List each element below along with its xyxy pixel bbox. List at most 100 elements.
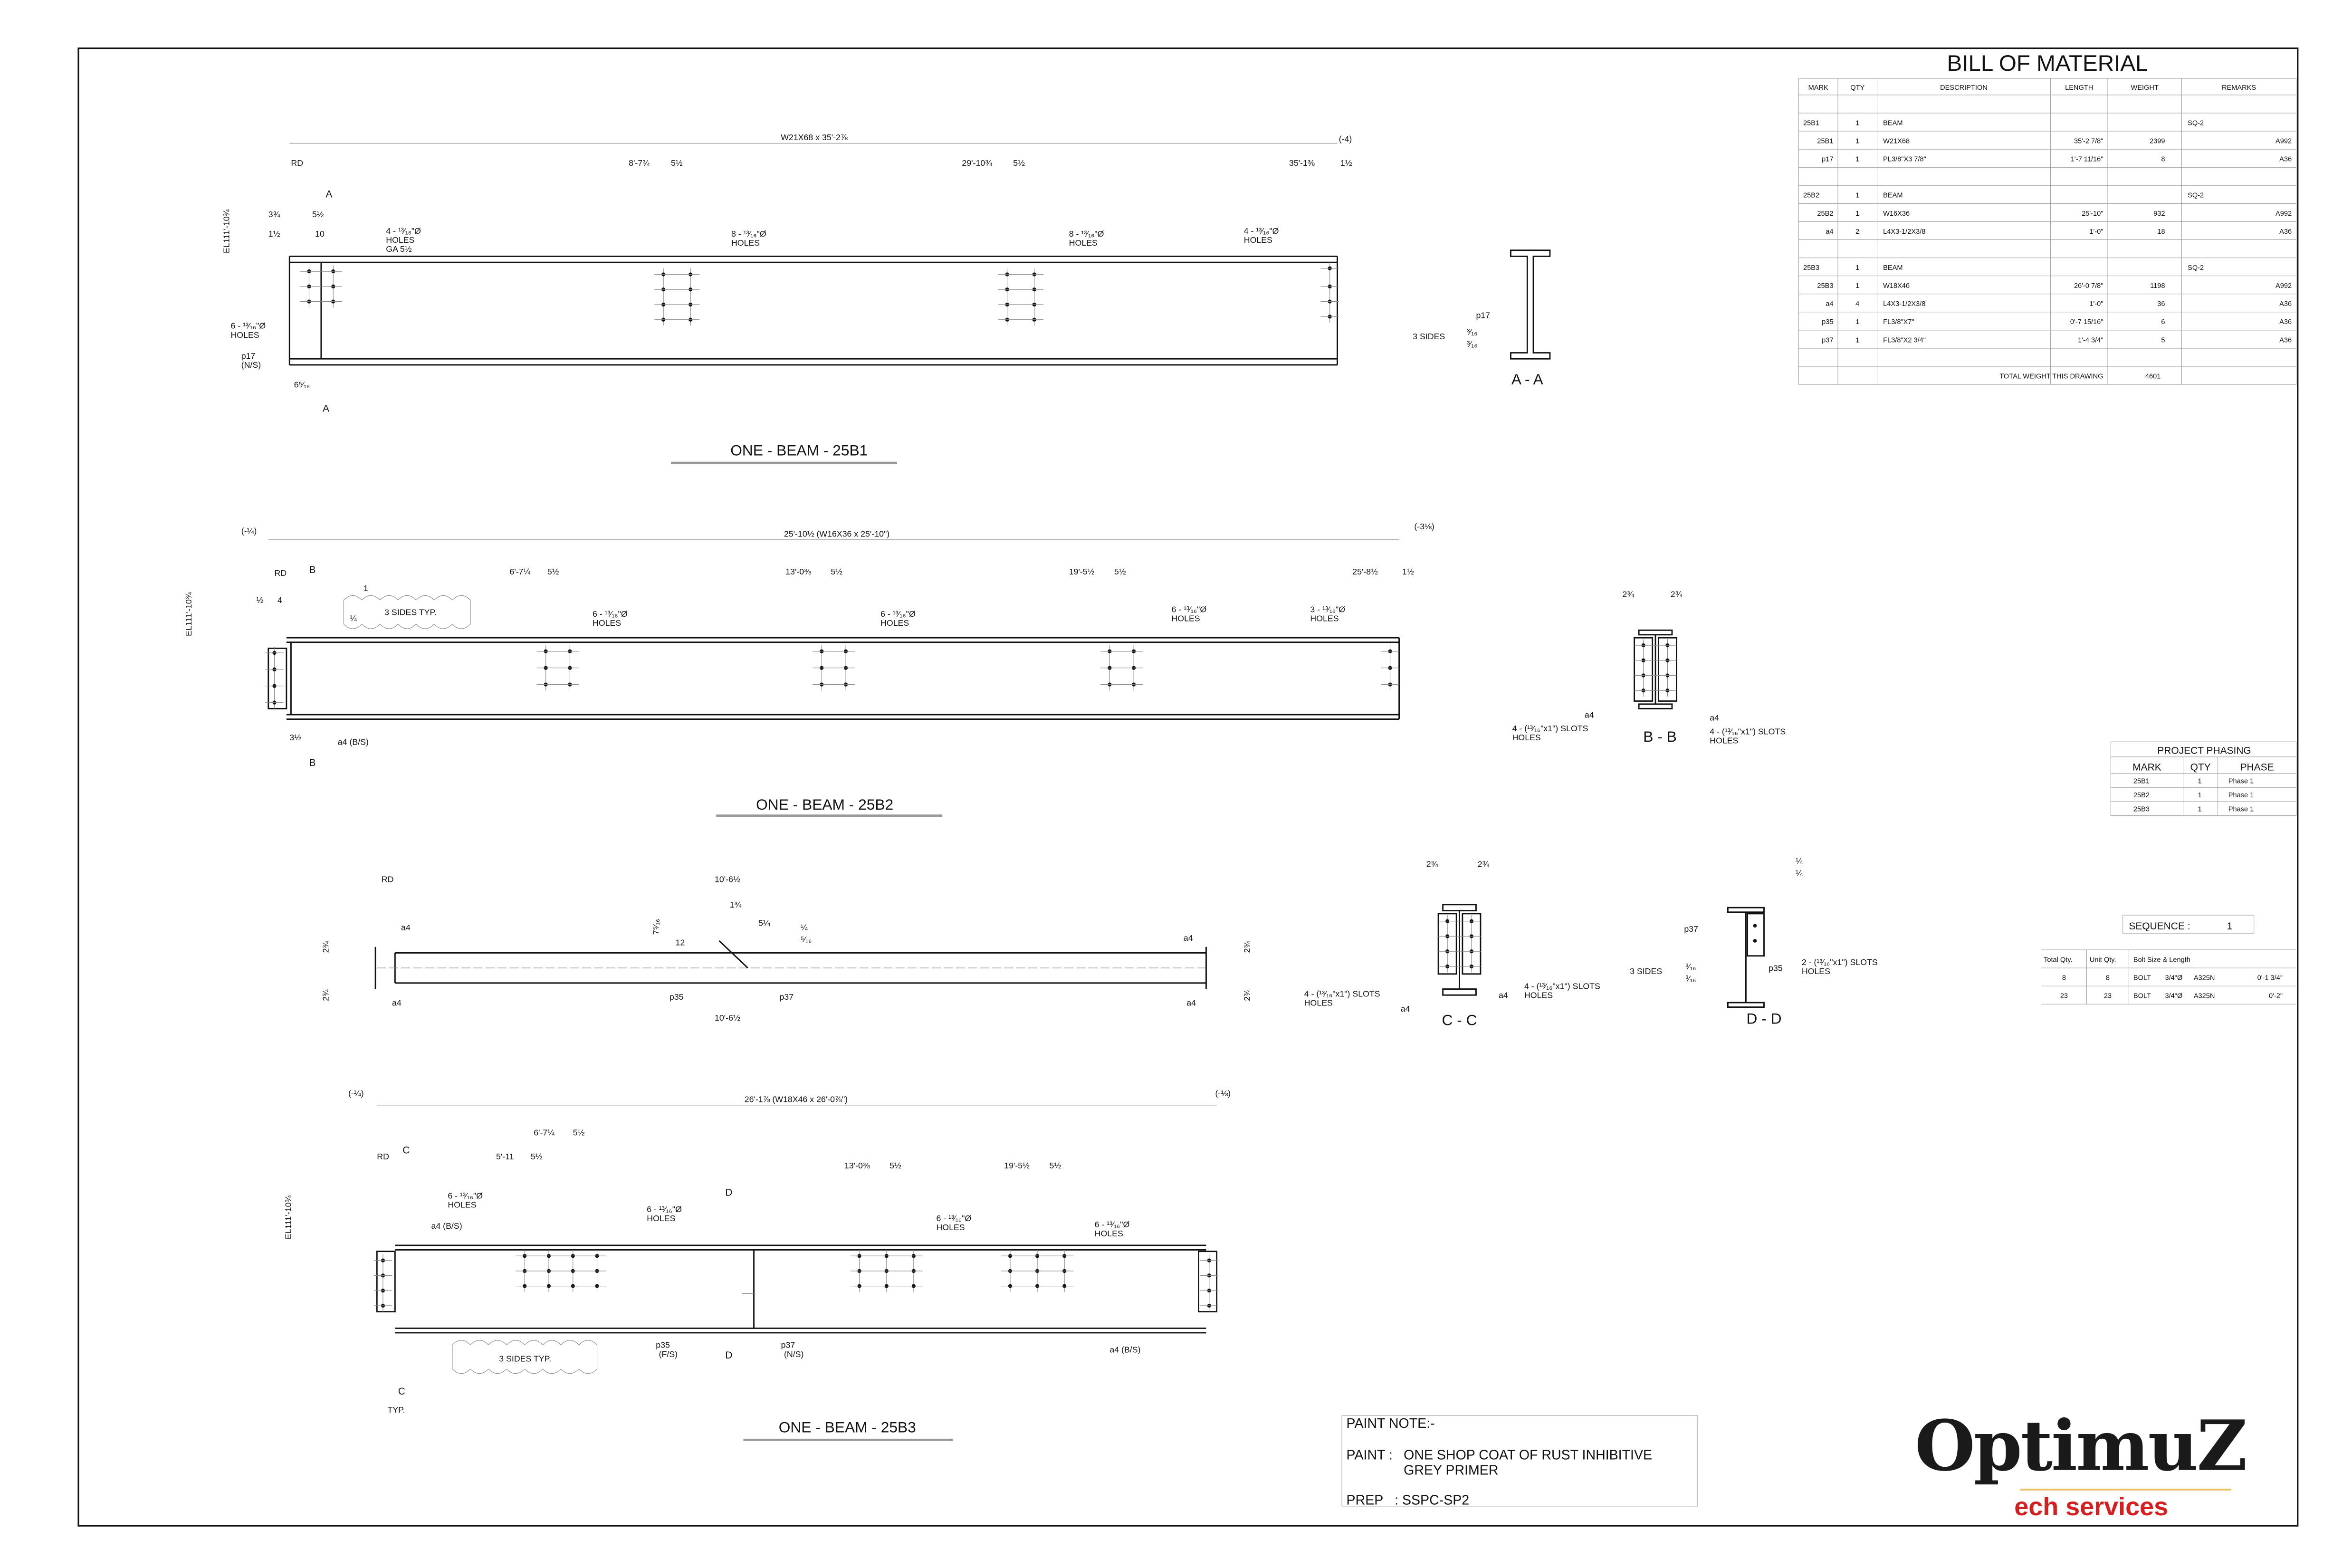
- bom-length: 0'-7 15/16": [2070, 318, 2103, 326]
- phasing-qty: 1: [2198, 805, 2201, 813]
- piece-mark: p37: [781, 1340, 795, 1350]
- bom-weight: 8: [2161, 156, 2165, 163]
- dim: 2¾: [1478, 860, 1490, 869]
- dim: 2¾: [1622, 590, 1634, 599]
- hole-callout: HOLES: [1244, 235, 1272, 245]
- bom-weight: 1198: [2150, 282, 2165, 290]
- bom-mark: a4: [1826, 300, 1833, 308]
- weld-note: 3 SIDES: [1413, 332, 1445, 341]
- bom-mark: 25B3: [1817, 282, 1833, 290]
- beam3-overall-dim: 26'-1⅞ (W18X46 x 26'-0⅞"): [745, 1095, 848, 1104]
- dim: 2¾: [1242, 941, 1252, 953]
- bom-qty: 1: [1855, 156, 1859, 163]
- logo-subtext: ech services: [2014, 1492, 2168, 1521]
- section-cut-marker: B: [309, 564, 316, 575]
- sequence-label: SEQUENCE :: [2129, 921, 2190, 932]
- slot-callout: 4 - (¹³⁄₁₆"x1") SLOTS: [1524, 982, 1600, 991]
- bom-mark: p37: [1822, 336, 1833, 344]
- phasing-qty: 1: [2198, 792, 2201, 799]
- hole-callout: 6 - ¹³⁄₁₆"Ø: [1095, 1220, 1130, 1229]
- slope: 12: [676, 938, 685, 947]
- bolt-total-qty: 8: [2062, 975, 2066, 982]
- bom-qty: 1: [1855, 282, 1859, 290]
- piece-mark: a4: [1710, 713, 1719, 723]
- piece-mark: a4: [1401, 1004, 1410, 1013]
- section-cut-marker: D: [725, 1187, 732, 1198]
- bom-remarks: A992: [2276, 210, 2292, 218]
- phasing-phase: Phase 1: [2228, 805, 2254, 813]
- bolt-total-qty: 23: [2060, 993, 2068, 1000]
- dim: 1½: [1340, 158, 1352, 168]
- beam2-title: ONE - BEAM - 25B2: [756, 796, 893, 813]
- bolt-grade: A325N: [2194, 975, 2215, 982]
- dim: 2¾: [321, 941, 331, 953]
- bom-remarks: A36: [2279, 300, 2292, 308]
- bom-description: PL3/8"X3 7/8": [1883, 156, 1926, 163]
- paint-label: PAINT :: [1347, 1448, 1393, 1463]
- section-cut-marker: B: [309, 757, 316, 768]
- slot-callout: HOLES: [1512, 733, 1541, 742]
- hole-callout: 8 - ¹³⁄₁₆"Ø: [731, 229, 766, 239]
- dim: 3¾: [268, 210, 280, 219]
- bom-mark: a4: [1826, 228, 1833, 236]
- section-title: A - A: [1511, 371, 1544, 388]
- phasing-qty: 1: [2198, 777, 2201, 785]
- bom-header: DESCRIPTION: [1940, 84, 1988, 92]
- section-d-d: p37 p35 3 SIDES ³⁄₁₆ ³⁄₁₆ ¼ ¼ 2 - (¹³⁄₁₆…: [1630, 856, 1878, 1027]
- slot-callout: HOLES: [1304, 998, 1333, 1007]
- bolt-type: BOLT: [2133, 975, 2151, 982]
- piece-mark: p37: [779, 992, 794, 1002]
- dim: 5½: [889, 1161, 901, 1170]
- hole-callout: 4 - ¹³⁄₁₆"Ø: [1244, 226, 1279, 236]
- slot-callout: HOLES: [1710, 736, 1738, 745]
- bom-length: 26'-0 7/8": [2074, 282, 2103, 290]
- piece-mark: a4: [401, 923, 411, 932]
- weld-note: 3 SIDES TYP.: [499, 1354, 551, 1363]
- bom-qty: 1: [1855, 192, 1859, 200]
- piece-mark: p35: [656, 1340, 670, 1350]
- dim: 19'-5½: [1004, 1161, 1030, 1170]
- dim: 13'-0⅜: [785, 567, 811, 576]
- bolt-diameter: 3/4"Ø: [2165, 993, 2183, 1000]
- bom-qty: 1: [1855, 318, 1859, 326]
- hole-callout: 6 - ¹³⁄₁₆"Ø: [230, 321, 266, 331]
- hole-callout: HOLES: [230, 330, 259, 340]
- beam1-title: ONE - BEAM - 25B1: [730, 441, 868, 459]
- sequence-box: SEQUENCE : 1: [2123, 915, 2255, 934]
- dim: 2¾: [1242, 989, 1252, 1001]
- dim: 10'-6½: [715, 874, 740, 884]
- beam-25b3-plan-view: RD a4 a4 a4 a4 10'-6½ 10'-6½ 7⁵⁄₁₆ 12 1¾…: [321, 874, 1252, 1023]
- beam1-overall-dim: W21X68 x 35'-2⅞: [781, 133, 848, 142]
- bolt-length: 0'-2": [2269, 993, 2283, 1000]
- hole-callout: HOLES: [1310, 613, 1339, 623]
- dim: 35'-1⅜: [1289, 158, 1315, 168]
- bom-weight: 932: [2153, 210, 2165, 218]
- dim: 5½: [671, 158, 683, 168]
- section-cut-marker: D: [725, 1350, 732, 1361]
- sequence-value: 1: [2227, 921, 2233, 932]
- bom-remarks: A36: [2279, 156, 2292, 163]
- phasing-title: PROJECT PHASING: [2157, 746, 2251, 756]
- paint-line-1: ONE SHOP COAT OF RUST INHIBITIVE: [1404, 1448, 1652, 1463]
- section-cut-marker: C: [398, 1386, 405, 1397]
- bom-length: 1'-4 3/4": [2078, 336, 2103, 344]
- rd-label: RD: [382, 874, 394, 884]
- bom-mark: 25B1: [1817, 137, 1833, 145]
- offset: (-¼): [348, 1089, 364, 1098]
- bom-description: BEAM: [1883, 192, 1903, 200]
- dim: 25'-8½: [1352, 567, 1378, 576]
- bom-description: W18X46: [1883, 282, 1910, 290]
- offset: (-3⅛): [1414, 522, 1434, 531]
- hole-callout: HOLES: [936, 1223, 965, 1232]
- hole-callout: HOLES: [386, 235, 414, 245]
- elevation-label: EL111'-10¾: [283, 1195, 293, 1240]
- phasing-mark: 25B2: [2133, 792, 2150, 799]
- hole-callout: 3 - ¹³⁄₁₆"Ø: [1310, 604, 1345, 614]
- dim: 2¾: [321, 989, 331, 1001]
- elevation-label: EL111'-10¾: [184, 592, 193, 636]
- bom-description: BEAM: [1883, 119, 1903, 127]
- weld-size: ¼: [1796, 856, 1803, 866]
- dim: 2¾: [1671, 590, 1683, 599]
